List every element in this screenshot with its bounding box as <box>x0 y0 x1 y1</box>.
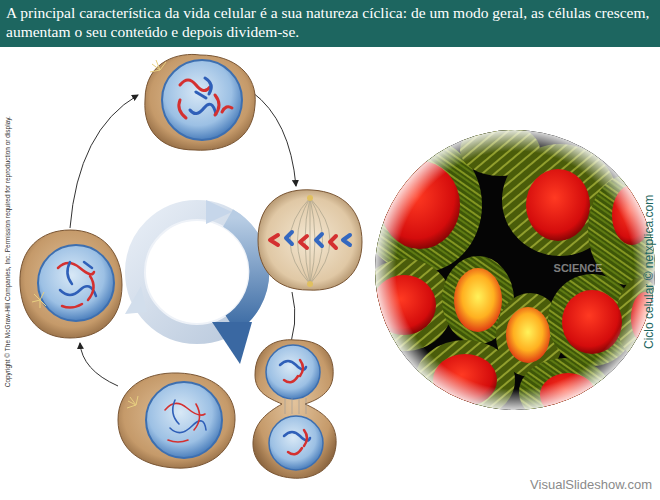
watermark: VisualSlideshow.com <box>530 478 652 493</box>
photo-watermark: SCIENCE <box>554 262 603 275</box>
slide-title: A principal característica da vida celul… <box>6 3 654 41</box>
source-credit: Ciclo celular © netxplica.com <box>643 195 657 349</box>
copyright-note: Copyright © The McGraw-Hill Companies, I… <box>4 116 11 387</box>
